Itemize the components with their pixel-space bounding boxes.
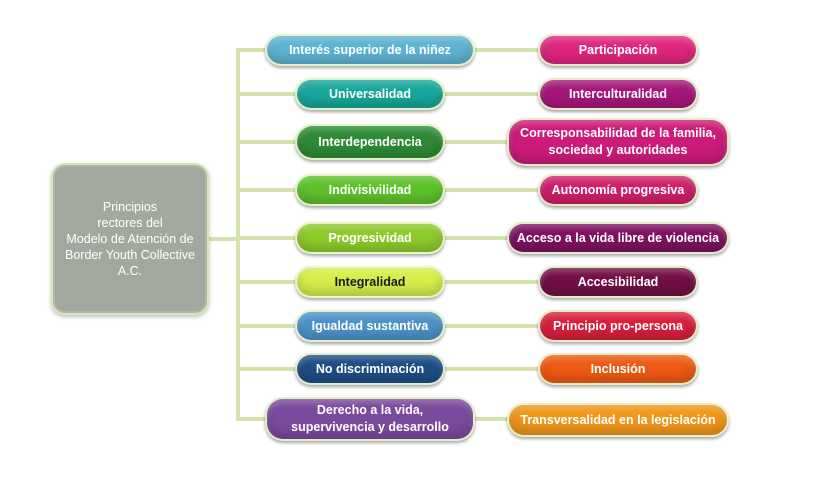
root-node: Principios rectores del Modelo de Atenci… — [51, 163, 209, 315]
principle-inclusion: Inclusión — [538, 353, 698, 385]
root-line-1: Principios — [102, 200, 158, 214]
root-node-text: Principios rectores del Modelo de Atenci… — [65, 199, 195, 279]
root-line-4: Border Youth Collective — [65, 248, 195, 262]
principle-progresividad: Progresividad — [295, 222, 445, 254]
principle-pro-persona: Principio pro-persona — [538, 310, 698, 342]
root-line-3: Modelo de Atención de — [66, 232, 194, 246]
principle-interdependencia: Interdependencia — [295, 124, 445, 160]
root-line-5: A.C. — [117, 264, 143, 278]
principle-participacion: Participación — [538, 34, 698, 66]
principle-corresponsabilidad: Corresponsabilidad de la familia, socied… — [507, 118, 729, 166]
principle-integralidad: Integralidad — [295, 266, 445, 298]
root-line-2: rectores del — [97, 216, 163, 230]
principle-derecho-a-la-vida: Derecho a la vida, supervivencia y desar… — [265, 397, 475, 441]
principle-igualdad-sustantiva: Igualdad sustantiva — [295, 310, 445, 342]
principle-indivisivilidad: Indivisivilidad — [295, 174, 445, 206]
principle-transversalidad: Transversalidad en la legislación — [507, 403, 729, 437]
principle-acceso-vida-libre-violencia: Acceso a la vida libre de violencia — [507, 222, 729, 254]
principle-universalidad: Universalidad — [295, 78, 445, 110]
principle-interes-superior: Interés superior de la niñez — [265, 34, 475, 66]
principle-interculturalidad: Interculturalidad — [538, 78, 698, 110]
principle-autonomia-progresiva: Autonomía progresiva — [538, 174, 698, 206]
principle-no-discriminacion: No discriminación — [295, 353, 445, 385]
principle-accesibilidad: Accesibilidad — [538, 266, 698, 298]
